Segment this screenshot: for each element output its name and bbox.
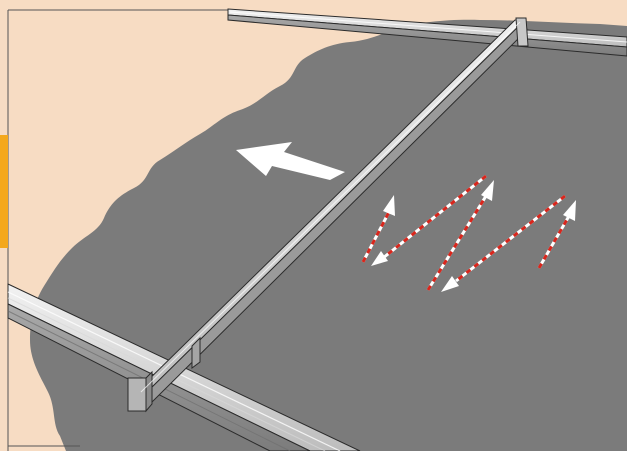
concrete-slab: [30, 19, 627, 451]
push-direction-arrow-icon: [236, 142, 345, 180]
screed-board: [127, 17, 529, 413]
zigzag-sawing-motion-icon: [361, 174, 576, 292]
edge-tab: [0, 135, 8, 248]
